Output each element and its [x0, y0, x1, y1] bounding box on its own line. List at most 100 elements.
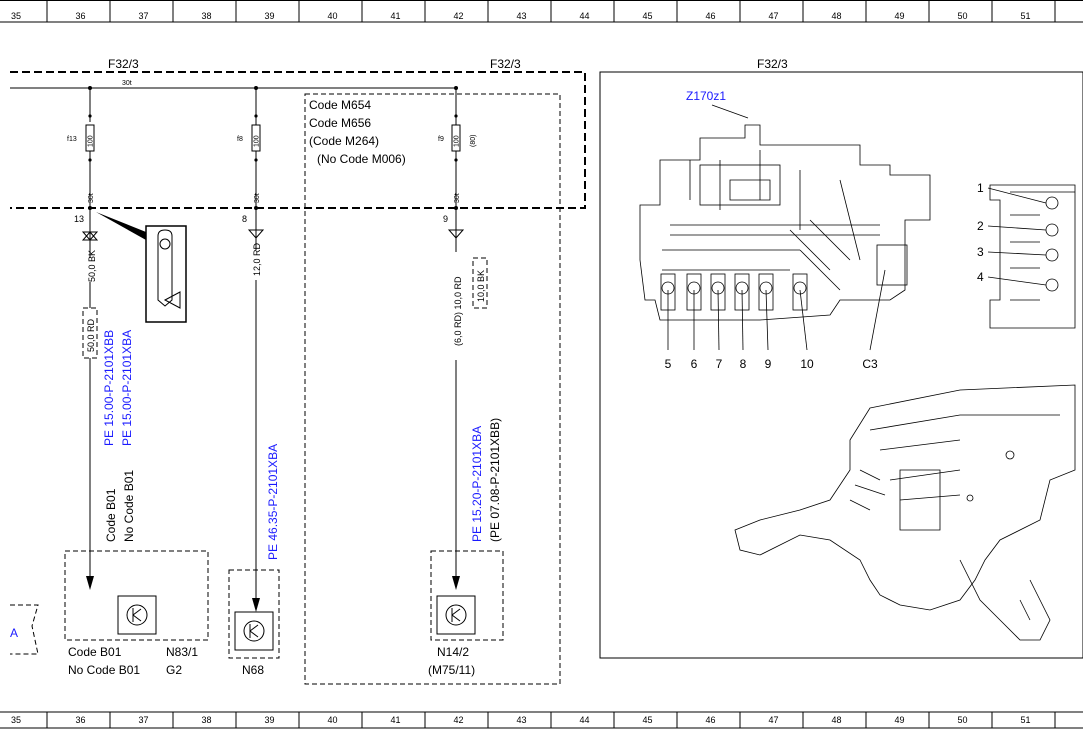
component-n14: N14/2 (M75/11)	[428, 550, 504, 677]
ruler-number: 39	[264, 715, 274, 725]
code-line-1: Code M654	[309, 98, 371, 112]
ruler-number: 49	[894, 715, 904, 725]
photo-pin-leader	[869, 269, 886, 351]
wire-f9-alt: 10,0 BK	[476, 270, 486, 302]
ref-col3-a[interactable]: PE 15.20-P-2101XBA	[470, 426, 484, 542]
ruler-number: 42	[453, 715, 463, 725]
fuse-box-frame	[10, 71, 586, 209]
fuse-f8-circuit: 100 f8 30t 8 12,0 RD	[237, 86, 265, 612]
frame-title-right: F32/3	[757, 57, 788, 71]
photo-socket-housing	[792, 273, 808, 311]
photo-pin-leader	[717, 289, 720, 351]
ruler-number: 35	[11, 715, 21, 725]
left-edge-ref[interactable]: A	[10, 626, 18, 640]
code-line-3: (Code M264)	[309, 134, 379, 148]
code-line-2: Code M656	[309, 116, 371, 130]
ruler-number: 44	[579, 715, 589, 725]
ruler-number: 45	[642, 11, 652, 21]
ground-strap-illustration	[145, 225, 187, 323]
n14-sub: (M75/11)	[428, 663, 475, 677]
svg-text:30t: 30t	[88, 193, 95, 203]
col1-code: Code B01	[104, 488, 118, 542]
ruler-number: 50	[957, 11, 967, 21]
wire-f8: 12,0 RD	[252, 242, 262, 276]
ruler-number: 49	[894, 11, 904, 21]
ruler-number: 38	[201, 11, 211, 21]
n83-line1-right: N83/1	[166, 645, 198, 659]
ruler-number: 40	[327, 11, 337, 21]
ruler-number: 41	[390, 715, 400, 725]
terminal-8: 8	[242, 214, 247, 224]
n68-label: N68	[242, 663, 264, 677]
component-n83: Code B01 N83/1 No Code B01 G2	[64, 550, 209, 677]
fuse-f9-rating: 100	[454, 135, 461, 147]
ruler-number: 47	[768, 715, 778, 725]
wire-f13-alt: 50,0 RD	[86, 318, 96, 352]
ruler-number: 38	[201, 715, 211, 725]
photo-pin-label: 10	[800, 357, 814, 371]
photo-side-pin-label: 1	[977, 181, 984, 195]
photo-side-pin-leader	[987, 225, 1047, 231]
ruler-number: 47	[768, 11, 778, 21]
terminal-9: 9	[443, 214, 448, 224]
photo-pin-label: 8	[740, 357, 747, 371]
ref-col1-b[interactable]: PE 15.00-P-2101XBA	[120, 330, 134, 446]
fuse-f13-rating: 100	[88, 135, 95, 147]
wire-f13: 50,0 BK	[87, 250, 97, 282]
fuse-f13-circuit: 100 f13 30t 13 50,0 BK 50,0 RD	[67, 86, 146, 590]
ruler-number: 46	[705, 11, 715, 21]
ruler-number: 50	[957, 715, 967, 725]
n83-line1-left: Code B01	[68, 645, 122, 659]
connector-z170z1[interactable]: Z170z1	[686, 89, 726, 103]
fuse-f8-name: f8	[237, 136, 243, 143]
ruler-number: 45	[642, 715, 652, 725]
svg-text:30t: 30t	[454, 193, 461, 203]
photo-pin-leader	[799, 289, 808, 351]
ref-col1-a[interactable]: PE 15.00-P-2101XBB	[102, 330, 116, 446]
ref-col2[interactable]: PE 46.35-P-2101XBA	[266, 444, 280, 560]
code-variant-box	[304, 93, 561, 685]
n14-label: N14/2	[437, 645, 469, 659]
fuse-f8-rating: 100	[254, 135, 261, 147]
ruler-number: 48	[831, 715, 841, 725]
rail-label: 30t	[122, 80, 132, 87]
ruler-number: 37	[138, 715, 148, 725]
photo-side-pin-leader	[987, 187, 1047, 204]
ruler-number: 36	[75, 11, 85, 21]
photo-pin-label: 7	[716, 357, 723, 371]
photo-pin-leader	[741, 289, 744, 351]
photo-side-pin-label: 4	[977, 270, 984, 284]
terminal-13: 13	[74, 214, 84, 224]
ruler-number: 41	[390, 11, 400, 21]
ruler-number: 39	[264, 11, 274, 21]
fuse-f13-name: f13	[67, 136, 77, 143]
ruler-number: 46	[705, 715, 715, 725]
n83-line2-left: No Code B01	[68, 663, 140, 677]
frame-title-left: F32/3	[108, 57, 139, 71]
ruler-number: 51	[1020, 11, 1030, 21]
ruler-number: 51	[1020, 715, 1030, 725]
ruler-number: 43	[516, 11, 526, 21]
photo-socket-housing	[758, 273, 774, 311]
ruler-number: 42	[453, 11, 463, 21]
photo-side-pin-leader	[987, 251, 1047, 256]
fuse-f9-circuit: 100 f9 (80) 30t 9 (6,0 RD) 10,0 RD 10,0 …	[438, 86, 488, 590]
ruler-number: 36	[75, 715, 85, 725]
photo-socket	[793, 281, 807, 295]
ref-col3-b: (PE 07.08-P-2101XBB)	[488, 418, 502, 542]
frame-title-center: F32/3	[490, 57, 521, 71]
code-line-4: (No Code M006)	[317, 152, 406, 166]
n83-line2-right: G2	[166, 663, 182, 677]
ruler-number: 35	[11, 11, 21, 21]
ruler-number: 44	[579, 11, 589, 21]
col1-nocode: No Code B01	[122, 470, 136, 542]
left-edge-component: A	[10, 604, 39, 655]
ruler-number: 37	[138, 11, 148, 21]
fuse-f9-name: f9	[438, 136, 444, 143]
ruler-number: 40	[327, 715, 337, 725]
photo-pin-leader	[765, 289, 769, 351]
photo-pin-label: C3	[862, 357, 878, 371]
